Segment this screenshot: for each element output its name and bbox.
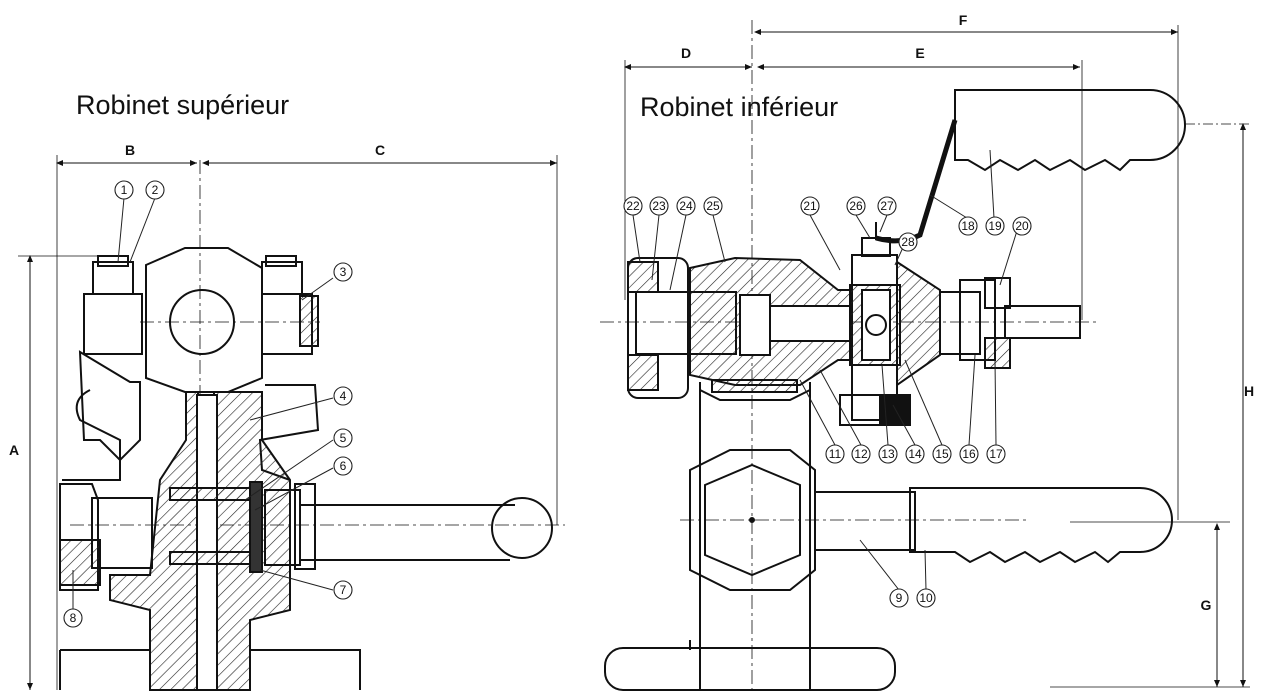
callout-6: 6 (333, 456, 353, 476)
svg-text:3: 3 (340, 265, 347, 279)
callout-15: 15 (932, 444, 952, 464)
callout-27: 27 (877, 196, 897, 216)
svg-text:16: 16 (962, 447, 976, 461)
title-upper-valve: Robinet supérieur (76, 90, 290, 120)
svg-text:1: 1 (121, 183, 128, 197)
dim-label-B: B (125, 142, 135, 158)
callout-9: 9 (889, 588, 909, 608)
svg-text:14: 14 (908, 447, 922, 461)
callout-4: 4 (333, 386, 353, 406)
dim-label-F: F (959, 12, 968, 28)
svg-text:11: 11 (829, 447, 842, 461)
svg-text:15: 15 (935, 447, 949, 461)
svg-text:22: 22 (626, 199, 640, 213)
callout-10: 10 (916, 588, 936, 608)
svg-text:6: 6 (340, 459, 347, 473)
callout-23: 23 (649, 196, 669, 216)
title-lower-valve: Robinet inférieur (640, 92, 839, 122)
callout-14: 14 (905, 444, 925, 464)
dim-label-D: D (681, 45, 691, 61)
callout-12: 12 (851, 444, 871, 464)
callout-25: 25 (703, 196, 723, 216)
upper-valve-drawing (18, 155, 565, 691)
dim-label-G: G (1201, 597, 1212, 613)
callout-7: 7 (333, 580, 353, 600)
svg-text:19: 19 (988, 219, 1002, 233)
dim-label-C: C (375, 142, 385, 158)
callout-26: 26 (846, 196, 866, 216)
svg-text:2: 2 (152, 183, 159, 197)
svg-text:24: 24 (679, 199, 693, 213)
callout-20: 20 (1012, 216, 1032, 236)
svg-text:18: 18 (961, 219, 975, 233)
callout-16: 16 (959, 444, 979, 464)
callout-11: 11 (825, 444, 845, 464)
svg-text:23: 23 (652, 199, 666, 213)
svg-text:27: 27 (880, 199, 894, 213)
callout-22: 22 (623, 196, 643, 216)
callout-28: 28 (898, 232, 918, 252)
svg-text:10: 10 (919, 591, 933, 605)
callout-8: 8 (63, 608, 83, 628)
callout-1: 1 (114, 180, 134, 200)
dim-label-A: A (9, 442, 19, 458)
callout-21: 21 (800, 196, 820, 216)
callout-13: 13 (878, 444, 898, 464)
callout-17: 17 (986, 444, 1006, 464)
svg-text:20: 20 (1015, 219, 1029, 233)
svg-text:28: 28 (901, 235, 915, 249)
svg-text:4: 4 (340, 389, 347, 403)
callout-5: 5 (333, 428, 353, 448)
svg-text:17: 17 (989, 447, 1003, 461)
svg-text:7: 7 (340, 583, 347, 597)
svg-text:21: 21 (803, 199, 817, 213)
callout-19: 19 (985, 216, 1005, 236)
svg-text:9: 9 (896, 591, 903, 605)
callout-3: 3 (333, 262, 353, 282)
svg-text:26: 26 (849, 199, 863, 213)
callout-24: 24 (676, 196, 696, 216)
callout-18: 18 (958, 216, 978, 236)
svg-text:8: 8 (70, 611, 77, 625)
svg-text:13: 13 (881, 447, 895, 461)
lower-callouts (632, 149, 1022, 591)
callout-2: 2 (145, 180, 165, 200)
lower-valve-drawing (600, 20, 1250, 691)
svg-text:25: 25 (706, 199, 720, 213)
svg-text:5: 5 (340, 431, 347, 445)
upper-callouts (72, 197, 334, 610)
dim-label-H: H (1244, 383, 1254, 399)
svg-text:12: 12 (854, 447, 868, 461)
dim-label-E: E (915, 45, 924, 61)
